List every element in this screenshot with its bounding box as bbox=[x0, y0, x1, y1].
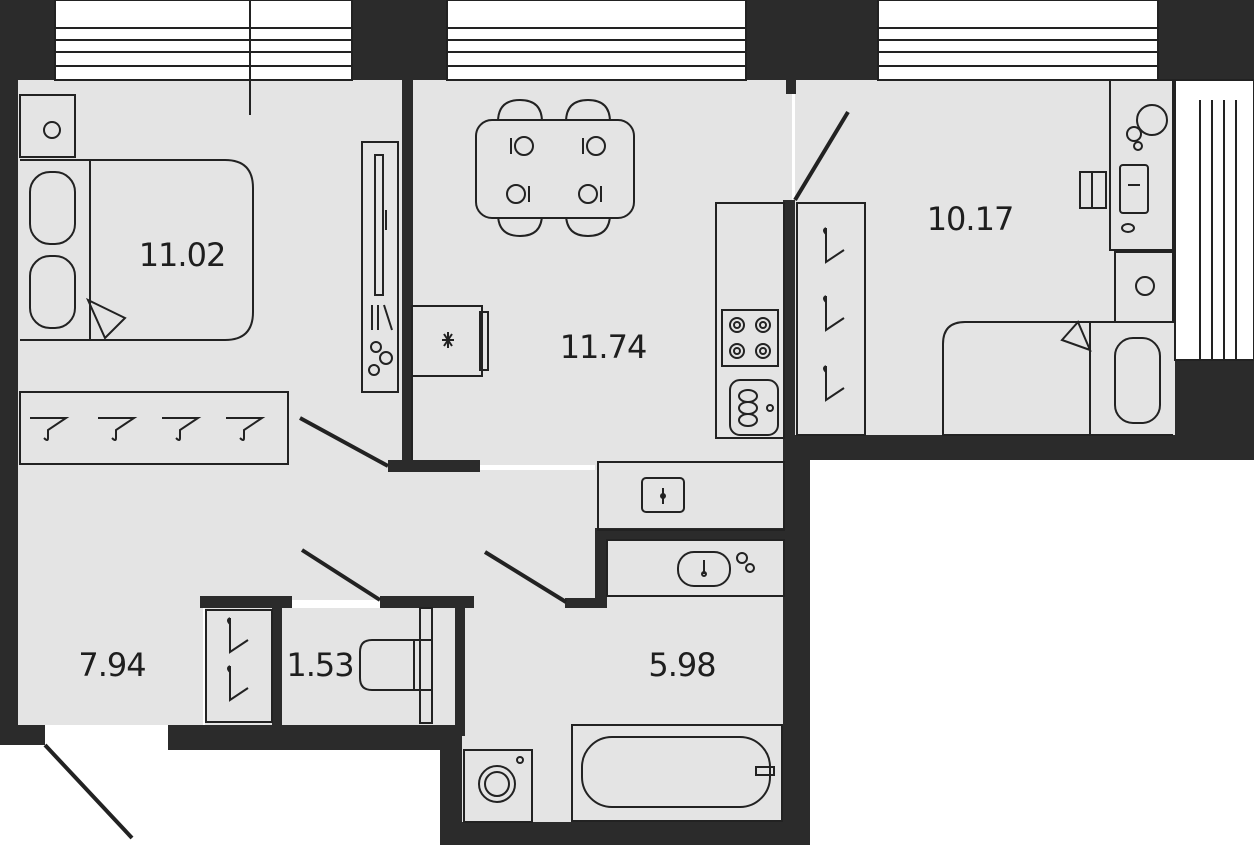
vanity bbox=[606, 539, 785, 597]
hanger-icon bbox=[227, 617, 249, 654]
wall-bath-left bbox=[440, 735, 462, 845]
pillow-icon bbox=[1114, 337, 1161, 424]
kitchen-cabinet bbox=[597, 461, 785, 531]
wall-bath-bottom bbox=[440, 822, 810, 845]
floors bbox=[18, 80, 1175, 825]
bathroom-furniture bbox=[463, 539, 785, 823]
wall-closet-top bbox=[200, 596, 292, 608]
area-kitchen-living: 11.74 bbox=[560, 328, 647, 366]
area-bedroom-left: 11.02 bbox=[139, 236, 226, 274]
room-labels: 11.02 11.74 10.17 7.94 1.53 5.98 bbox=[78, 200, 1014, 684]
bed-right bbox=[942, 321, 1173, 436]
plate-icon bbox=[506, 136, 606, 204]
wardrobe-left bbox=[19, 391, 289, 465]
kitchen-sink-icon bbox=[729, 379, 779, 436]
wall-partition-1-foot bbox=[388, 460, 480, 472]
door-bedroom-left bbox=[299, 416, 389, 468]
floor-closet bbox=[205, 608, 275, 725]
window-top-2 bbox=[446, 0, 747, 81]
floor-bathroom bbox=[462, 540, 784, 825]
bed bbox=[20, 159, 254, 341]
hanger-icon bbox=[823, 365, 845, 402]
floor-bedroom-left bbox=[18, 80, 403, 470]
door-bathroom bbox=[483, 550, 568, 604]
hanger-icon bbox=[162, 417, 202, 441]
floor-toilet bbox=[282, 608, 457, 725]
wardrobe-right bbox=[796, 202, 866, 436]
wall-bottom-left bbox=[168, 725, 462, 750]
toilet-icon bbox=[359, 607, 433, 724]
wall-toilet-top bbox=[380, 596, 474, 608]
wall-bath-right bbox=[783, 460, 810, 845]
hallway-furniture bbox=[205, 607, 433, 724]
washbasin-icon bbox=[677, 551, 755, 587]
lamp-icon bbox=[43, 121, 61, 139]
area-hallway: 7.94 bbox=[78, 646, 145, 684]
wall-entry-stub bbox=[0, 725, 45, 745]
area-bedroom-right: 10.17 bbox=[927, 200, 1014, 238]
kitchen-furniture bbox=[411, 98, 785, 531]
windows bbox=[54, 0, 1254, 361]
closet bbox=[205, 609, 273, 723]
fridge bbox=[411, 305, 483, 377]
doors bbox=[43, 110, 850, 840]
bathtub bbox=[571, 724, 783, 822]
window-top-3 bbox=[877, 0, 1159, 81]
window-right bbox=[1174, 79, 1254, 361]
bedroom-right-furniture bbox=[796, 79, 1174, 436]
desk bbox=[1109, 79, 1174, 251]
wall-bath-stub-foot bbox=[565, 598, 607, 608]
floor-bedroom-right bbox=[795, 80, 1175, 438]
hanger-icon bbox=[98, 417, 138, 441]
door-entrance bbox=[43, 743, 134, 840]
wall-pier-3 bbox=[746, 0, 878, 80]
window-top-1 bbox=[54, 0, 353, 115]
hanger-icon bbox=[227, 665, 249, 702]
washbasin-icon bbox=[641, 477, 685, 513]
washing-machine bbox=[463, 749, 533, 823]
kitchen-counter bbox=[715, 202, 785, 439]
door-toilet bbox=[300, 548, 382, 602]
faucet-icon bbox=[755, 766, 775, 776]
wall-toilet-right bbox=[455, 596, 465, 736]
wall-partition-2 bbox=[783, 200, 795, 440]
area-bathroom: 5.98 bbox=[648, 646, 715, 684]
bedroom-left-furniture bbox=[19, 94, 399, 465]
pillow-icon bbox=[29, 255, 76, 329]
wall-closet-sep bbox=[272, 596, 282, 726]
hanger-icon bbox=[30, 417, 70, 441]
floor-kitchen-lower bbox=[595, 460, 790, 540]
chair-icon bbox=[497, 98, 611, 238]
washing-machine-icon bbox=[478, 765, 516, 803]
wall-bath-stub bbox=[595, 528, 607, 608]
pillow-icon bbox=[29, 171, 76, 245]
tv-stand bbox=[361, 141, 399, 393]
hanger-icon bbox=[823, 295, 845, 332]
floor-hallway-lower bbox=[18, 595, 203, 725]
hanger-icon bbox=[226, 417, 266, 441]
door-bedroom-right bbox=[793, 110, 850, 202]
area-toilet: 1.53 bbox=[286, 646, 353, 684]
wall-right-bottom bbox=[783, 435, 1254, 460]
wall-notch bbox=[786, 80, 796, 94]
nightstand bbox=[19, 94, 76, 158]
wall-pier-1 bbox=[0, 0, 55, 80]
wall-pier-4 bbox=[1158, 0, 1254, 80]
wall-partition-1 bbox=[402, 80, 413, 470]
dining-table bbox=[475, 119, 635, 219]
wall-left bbox=[0, 80, 18, 745]
snowflake-icon bbox=[442, 332, 454, 348]
stove-icon bbox=[721, 309, 779, 367]
hanger-icon bbox=[823, 227, 845, 264]
wall-pier-2 bbox=[352, 0, 447, 80]
